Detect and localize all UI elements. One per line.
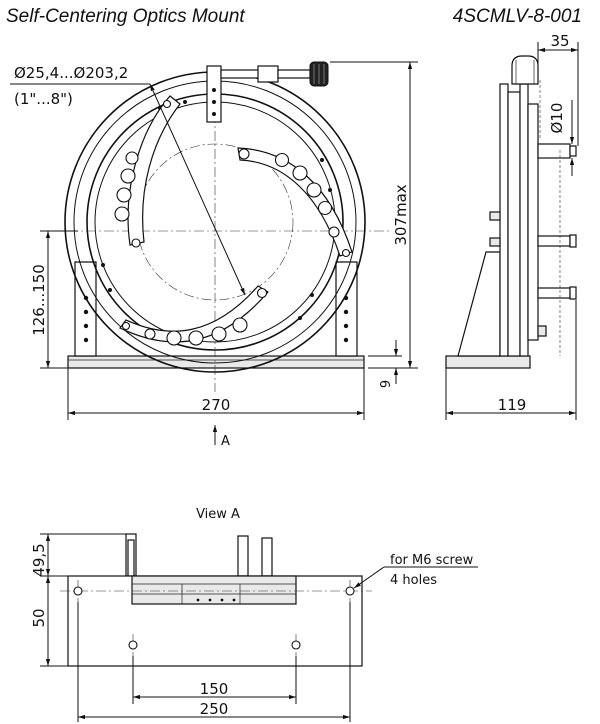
mount-hole: [291, 640, 301, 650]
view-a-depth-label: 50: [30, 608, 48, 627]
view-a: View A for M6 screw 4 holes: [30, 507, 478, 722]
post-diameter-label: Ø10: [548, 103, 566, 134]
center-height-label: 126...150: [30, 264, 48, 336]
jaw-bottom: [119, 285, 269, 346]
left-support: [74, 261, 97, 357]
part-number: 4SCMLV-8-001: [453, 6, 582, 27]
front-view: Ø25,4...Ø203,2 (1"...8") 307max 9 126...…: [10, 61, 418, 449]
post-height-label: 49,5: [30, 543, 48, 576]
hole-spacing-outer-label: 250: [200, 700, 229, 718]
height-max-label: 307max: [392, 184, 410, 245]
mount-hole: [128, 640, 138, 650]
side-plate-front: [499, 83, 509, 357]
side-depth-label: 119: [498, 396, 527, 414]
aperture-range-label: Ø25,4...Ø203,2: [14, 64, 128, 82]
drawing-title: Self-Centering Optics Mount: [6, 6, 245, 27]
view-a-title: View A: [196, 507, 240, 522]
base-plate: [67, 355, 365, 369]
mount-hole: [345, 586, 355, 596]
side-base-plate: [445, 355, 531, 369]
side-gusset: [457, 251, 501, 357]
width-label: 270: [202, 396, 231, 414]
side-view: 35 Ø10 119: [445, 32, 579, 420]
screw-note-line2: 4 holes: [390, 573, 437, 588]
base-height-label: 9: [379, 380, 394, 388]
top-offset-label: 35: [550, 32, 569, 50]
view-a-carriage: [131, 575, 297, 605]
screw-note-line1: for M6 screw: [390, 553, 474, 568]
hole-spacing-inner-label: 150: [200, 680, 229, 698]
jaw-right: [237, 147, 353, 258]
adjuster-knob: [206, 61, 329, 123]
mount-hole: [73, 586, 83, 596]
jaw-upper-left: [114, 95, 181, 248]
view-direction-label: A: [221, 434, 230, 449]
aperture-range-inch-label: (1"...8"): [14, 90, 73, 108]
